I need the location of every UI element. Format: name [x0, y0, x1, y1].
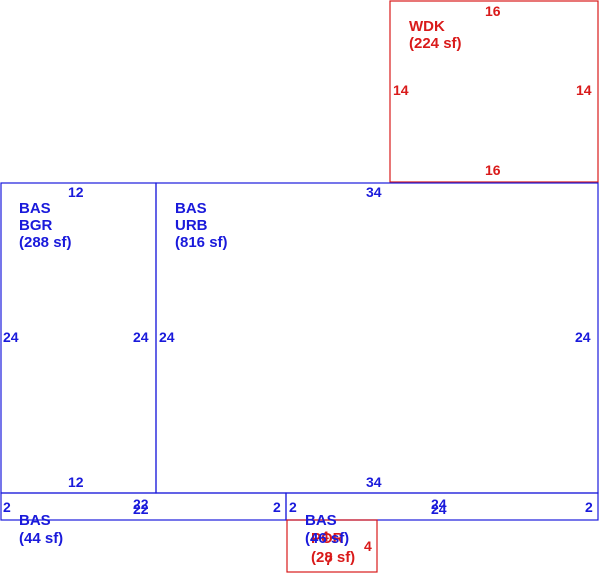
urb-label-line3: (816 sf): [175, 234, 228, 251]
urb-dim-bottom: 34: [366, 474, 382, 490]
bas44-label-line1: BAS: [19, 512, 51, 529]
por-outline: [286, 519, 378, 573]
wdk-dim-right: 14: [576, 82, 592, 98]
urb-dim-left: 24: [159, 329, 175, 345]
bas46-outline: [285, 492, 599, 521]
bas44-dim-bottom: 22: [133, 501, 149, 517]
wdk-label-line2: (224 sf): [409, 35, 462, 52]
por-dim-right: 4: [364, 538, 372, 554]
bas46-label-line2: (46 sf): [305, 530, 349, 547]
bas46-label-line1: BAS: [305, 512, 337, 529]
wdk-dim-left: 14: [393, 82, 409, 98]
urb-outline: [155, 182, 599, 494]
urb-label-line2: URB: [175, 217, 208, 234]
por-label-line2: (28 sf): [311, 549, 355, 566]
urb-dim-top: 34: [366, 184, 382, 200]
bgr-dim-right: 24: [133, 329, 149, 345]
bgr-label-line3: (288 sf): [19, 234, 72, 251]
urb-dim-right: 24: [575, 329, 591, 345]
bgr-label-line1: BAS: [19, 200, 51, 217]
bas46-dim-bottom: 24: [431, 501, 447, 517]
por-label-line1: POR: [311, 530, 344, 547]
bas44-label-line2: (44 sf): [19, 530, 63, 547]
bgr-dim-left: 24: [3, 329, 19, 345]
bas44-dim-left: 2: [3, 499, 11, 515]
bgr-dim-top: 12: [68, 184, 84, 200]
bas44-dim-top: 22: [133, 496, 149, 512]
bas46-dim-top: 24: [431, 496, 447, 512]
bas46-dim-left: 2: [289, 499, 297, 515]
bgr-dim-bottom: 12: [68, 474, 84, 490]
wdk-label-line1: WDK: [409, 18, 445, 35]
bgr-label-line2: BGR: [19, 217, 53, 234]
bas44-dim-right: 2: [273, 499, 281, 515]
urb-label-line1: BAS: [175, 200, 207, 217]
wdk-outline: [389, 0, 599, 183]
por-dim-top: 4: [321, 528, 329, 544]
wdk-dim-top: 16: [485, 3, 501, 19]
bas46-dim-right: 2: [585, 499, 593, 515]
wdk-dim-bottom: 16: [485, 162, 501, 178]
por-dim-bottom: 7: [325, 552, 333, 568]
